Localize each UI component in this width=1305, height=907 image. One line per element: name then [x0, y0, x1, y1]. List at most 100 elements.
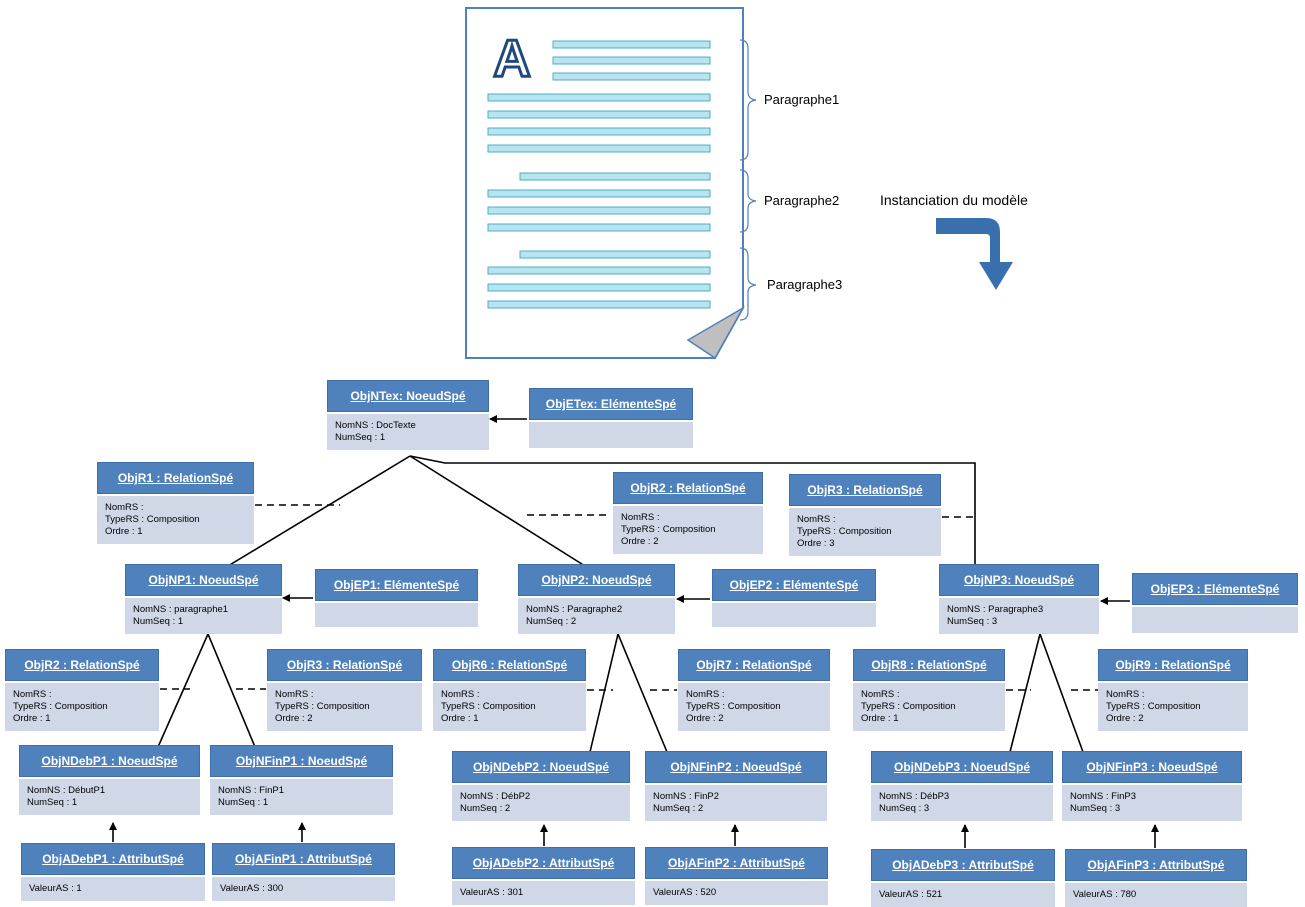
document-letter-a-icon: A — [493, 30, 531, 88]
attribute-line: NomRS : — [441, 689, 480, 700]
object-title: ObjADebP2 : AttributSpé — [452, 847, 635, 879]
object-title: ObjR2 : RelationSpé — [5, 649, 159, 681]
attribute-line: NomNS : Paragraphe3 — [947, 604, 1044, 615]
object-attributes — [712, 603, 876, 627]
attribute-line: Ordre : 1 — [105, 526, 143, 537]
paragraph-label-1: Paragraphe1 — [764, 92, 840, 107]
object-title: ObjNP2: NoeudSpé — [518, 564, 675, 596]
attribute-line: NomRS : — [686, 689, 725, 700]
attribute-line: NumSeq : 1 — [133, 616, 184, 627]
attribute-line: ValeurAS : 300 — [220, 883, 284, 894]
object-title: ObjAFinP2 : AttributSpé — [645, 847, 828, 879]
attribute-line: NomNS : DébP3 — [879, 791, 950, 802]
object-attributes: ValeurAS : 300 — [212, 877, 395, 901]
object-title: ObjEP2 : ElémenteSpé — [712, 569, 876, 601]
object-title: ObjNFinP3 : NoeudSpé — [1062, 751, 1242, 783]
page-folded-corner — [686, 305, 745, 360]
object-title: ObjR6 : RelationSpé — [433, 649, 586, 681]
object-title: ObjNFinP2 : NoeudSpé — [645, 751, 827, 783]
object-title: ObjR1 : RelationSpé — [97, 462, 254, 494]
obj-ep2-box: ObjEP2 : ElémenteSpé — [712, 569, 876, 627]
obj-ep1-box: ObjEP1: ElémenteSpé — [315, 569, 478, 627]
object-attributes: ValeurAS : 521 — [871, 883, 1055, 907]
attribute-line: Ordre : 2 — [686, 713, 724, 724]
paragraph-braces — [739, 39, 757, 321]
attribute-line: NumSeq : 3 — [947, 616, 998, 627]
object-title: ObjR2 : RelationSpé — [613, 472, 763, 504]
composition-lines — [157, 455, 1084, 753]
object-title: ObjR3 : RelationSpé — [789, 474, 941, 506]
attribute-line: Ordre : 1 — [441, 713, 479, 724]
attribute-line: TypeRS : Composition — [441, 701, 536, 712]
attribute-line: NumSeq : 3 — [1070, 803, 1121, 814]
attribute-line: NomNS : paragraphe1 — [133, 604, 229, 615]
object-attributes: ValeurAS : 301 — [452, 881, 635, 905]
object-attributes: ValeurAS : 520 — [645, 881, 828, 905]
object-title: ObjAFinP3 : AttributSpé — [1065, 849, 1247, 881]
relation-dashed-lines — [160, 504, 1098, 691]
object-title: ObjNP1: NoeudSpé — [125, 564, 282, 596]
object-title: ObjR8 : RelationSpé — [853, 649, 1005, 681]
attribute-line: Ordre : 1 — [13, 713, 51, 724]
attribute-line: TypeRS : Composition — [621, 524, 716, 535]
obj-etex-box: ObjETex: ElémenteSpé — [529, 388, 693, 448]
object-title: ObjETex: ElémenteSpé — [529, 388, 693, 420]
element-arrows — [282, 415, 1130, 605]
attribute-line: TypeRS : Composition — [275, 701, 370, 712]
attribute-line: NomNS : DébutP1 — [27, 785, 106, 796]
attribute-line: ValeurAS : 521 — [879, 889, 943, 900]
object-attributes — [529, 422, 693, 448]
attribute-line: Ordre : 3 — [797, 538, 835, 549]
attribute-line: NomNS : DébP2 — [460, 791, 531, 802]
attribute-line: ValeurAS : 520 — [653, 887, 717, 898]
attribute-line: NomRS : — [797, 514, 836, 525]
attribute-line: TypeRS : Composition — [105, 514, 200, 525]
attribute-line: NomRS : — [13, 689, 52, 700]
paragraph-label-3: Paragraphe3 — [767, 277, 843, 292]
object-title: ObjR3 : RelationSpé — [267, 649, 422, 681]
paragraph-label-2: Paragraphe2 — [764, 193, 840, 208]
object-title: ObjNDebP3 : NoeudSpé — [871, 751, 1053, 783]
attribute-line: NomNS : FinP3 — [1070, 791, 1136, 802]
attribute-line: Ordre : 2 — [621, 536, 659, 547]
attribute-line: NumSeq : 2 — [653, 803, 704, 814]
attribute-line: NumSeq : 2 — [526, 616, 577, 627]
object-title: ObjNFinP1 : NoeudSpé — [210, 745, 393, 777]
attribute-line: NomRS : — [275, 689, 314, 700]
attribute-line: TypeRS : Composition — [861, 701, 956, 712]
attribute-line: TypeRS : Composition — [1106, 701, 1201, 712]
attribute-line: ValeurAS : 301 — [460, 887, 524, 898]
object-attributes: ValeurAS : 780 — [1065, 883, 1247, 907]
attribute-line: NomRS : — [861, 689, 900, 700]
